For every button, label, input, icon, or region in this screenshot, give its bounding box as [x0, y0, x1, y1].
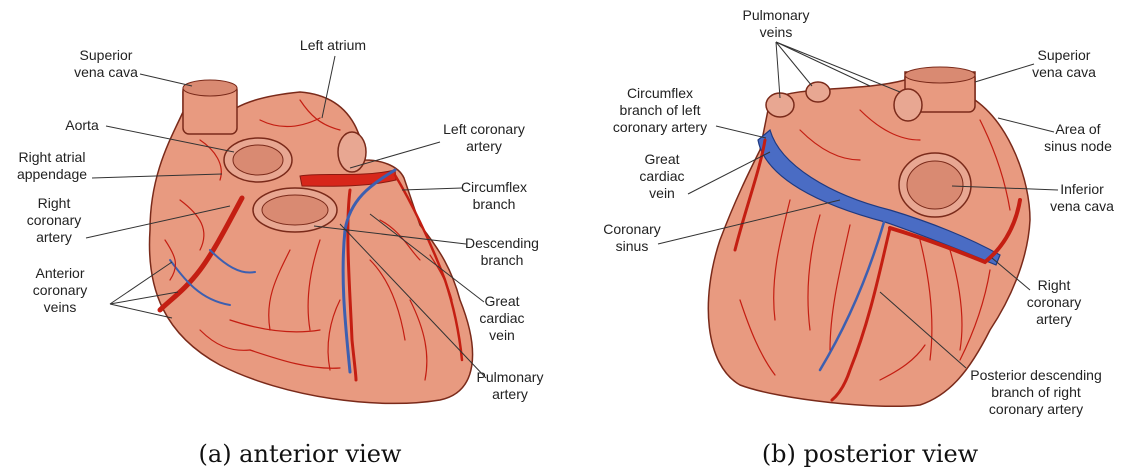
label-line: Superior — [1038, 47, 1091, 63]
label-line: branch of left — [620, 102, 701, 118]
label-line: sinus node — [1044, 138, 1112, 154]
svc-anterior-opening — [183, 80, 237, 96]
label-line: Posterior descending — [970, 367, 1102, 383]
heart-posterior — [708, 72, 1030, 406]
label-line: artery — [36, 229, 72, 245]
label-line: coronary artery — [613, 119, 707, 135]
label-left-atrium-a: Left atrium — [300, 37, 366, 53]
aorta-inner — [233, 145, 283, 175]
label-line: Right atrial — [19, 149, 86, 165]
caption-posterior: (b) posterior view — [762, 440, 979, 468]
label-line: sinus — [616, 238, 649, 254]
label-line: cardiac — [479, 310, 524, 326]
label-line: Area of — [1055, 121, 1100, 137]
label-line: vena cava — [74, 64, 138, 80]
panel-posterior-view — [708, 67, 1030, 406]
label-line: Pulmonary — [743, 7, 810, 23]
label-line: coronary artery — [989, 401, 1083, 417]
svc-posterior-opening — [905, 67, 975, 83]
caption-anterior: (a) anterior view — [199, 440, 402, 468]
label-line: Pulmonary — [477, 369, 544, 385]
label-line: vein — [649, 185, 675, 201]
label-line: Coronary — [603, 221, 661, 237]
label-line: Great — [644, 151, 679, 167]
label-line: Inferior — [1060, 181, 1104, 197]
label-line: vena cava — [1032, 64, 1096, 80]
label-line: artery — [466, 138, 502, 154]
label-line: Left atrium — [300, 37, 366, 53]
panel-anterior-view — [149, 80, 472, 403]
label-line: Anterior — [35, 265, 84, 281]
label-line: artery — [492, 386, 528, 402]
label-line: branch of right — [991, 384, 1081, 400]
pulmonary-vein-3 — [894, 89, 922, 121]
pulmonary-trunk-inner — [262, 195, 328, 225]
label-line: Descending — [465, 235, 539, 251]
label-line: branch — [473, 196, 516, 212]
label-line: veins — [44, 299, 77, 315]
label-line: appendage — [17, 166, 87, 182]
label-line: Superior — [80, 47, 133, 63]
label-line: Circumflex — [627, 85, 693, 101]
label-line: vein — [489, 327, 515, 343]
label-line: veins — [760, 24, 793, 40]
left-atrial-vessel — [338, 132, 366, 172]
label-line: Aorta — [65, 117, 99, 133]
label-line: coronary — [33, 282, 87, 298]
label-line: artery — [1036, 311, 1072, 327]
label-line: Great — [484, 293, 519, 309]
pulmonary-vein-2 — [806, 82, 830, 102]
label-line: Right — [38, 195, 71, 211]
heart-anterior — [149, 90, 472, 403]
label-line: coronary — [1027, 294, 1081, 310]
label-line: cardiac — [639, 168, 684, 184]
label-line: coronary — [27, 212, 81, 228]
ivc-inner — [907, 161, 963, 209]
label-line: Right — [1038, 277, 1071, 293]
label-aorta-a: Aorta — [65, 117, 99, 133]
label-line: Left coronary — [443, 121, 525, 137]
label-line: branch — [481, 252, 524, 268]
label-line: Circumflex — [461, 179, 527, 195]
label-line: vena cava — [1050, 198, 1114, 214]
